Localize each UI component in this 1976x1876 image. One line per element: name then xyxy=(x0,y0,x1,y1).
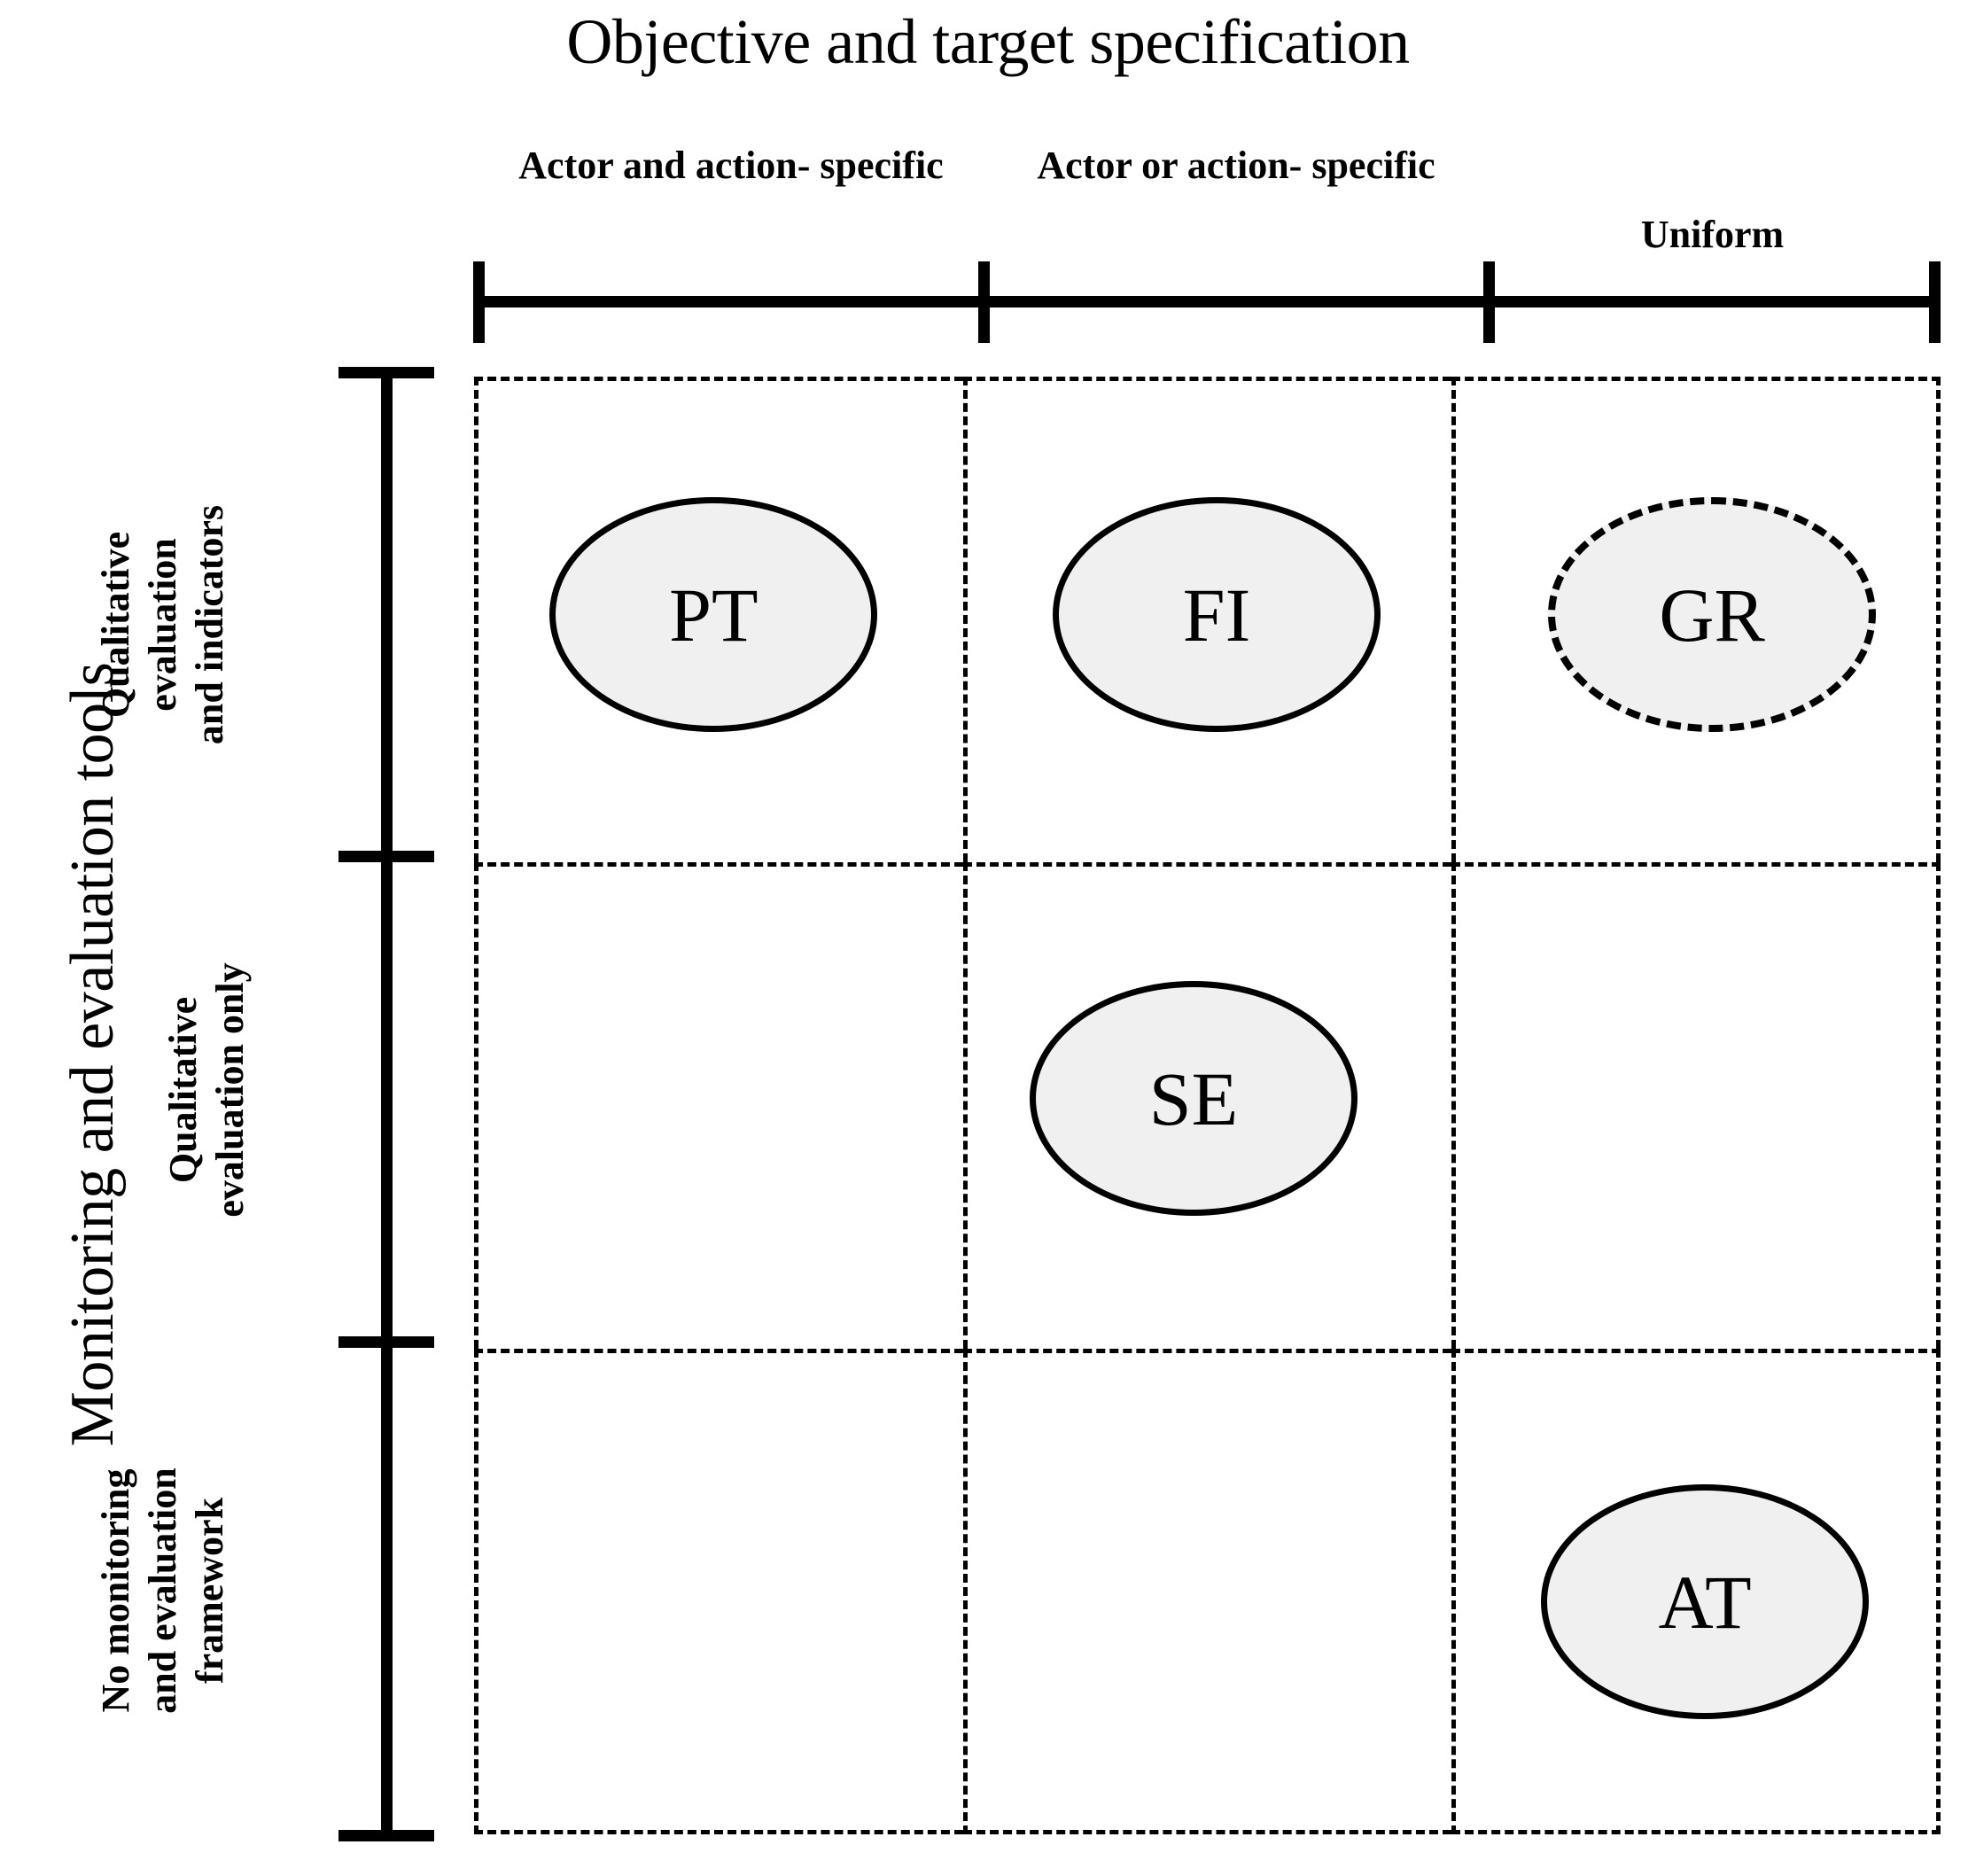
top-axis-tick-2 xyxy=(1483,261,1495,343)
node-gr[interactable]: GR xyxy=(1548,497,1877,733)
grid-cell-r1c0 xyxy=(474,862,963,1349)
left-axis-tick-3 xyxy=(338,1830,434,1841)
node-pt[interactable]: PT xyxy=(549,497,878,733)
grid-cell-r1c2 xyxy=(1451,862,1941,1349)
node-at-label: AT xyxy=(1658,1559,1752,1645)
node-pt-label: PT xyxy=(669,572,759,658)
node-se-label: SE xyxy=(1148,1055,1239,1141)
column-header-uniform: Uniform xyxy=(1640,213,1785,257)
page-title: Objective and target specification xyxy=(566,6,1410,77)
column-header-actor-or-action-specific: Actor or action- specific xyxy=(1037,144,1435,187)
node-at[interactable]: AT xyxy=(1541,1484,1870,1720)
left-axis-tick-2 xyxy=(338,1336,434,1348)
top-axis-tick-3 xyxy=(1929,261,1941,343)
left-axis-tick-0 xyxy=(338,367,434,378)
top-axis-tick-1 xyxy=(978,261,990,343)
grid-cell-r2c2: AT xyxy=(1451,1348,1941,1834)
row-label-qualitative-evaluation-only: Qualitative evaluation only xyxy=(161,962,252,1218)
grid-cell-r1c1: SE xyxy=(962,862,1452,1349)
grid-cell-r0c2: GR xyxy=(1451,377,1941,863)
grid-cell-r0c0: PT xyxy=(474,377,963,863)
column-header-actor-and-action-specific: Actor and action- specific xyxy=(518,144,944,187)
grid-cell-r0c1: FI xyxy=(962,377,1452,863)
row-label-no-monitoring-and-evaluation-framework: No monitoring and evaluation framework xyxy=(94,1467,231,1714)
row-label-qualitative-evaluation-and-indicators: Qualitative evaluation and indicators xyxy=(94,504,231,745)
node-fi[interactable]: FI xyxy=(1052,497,1381,733)
left-axis-line xyxy=(381,370,393,1841)
grid-cell-r2c1 xyxy=(962,1348,1452,1834)
grid-cell-r2c0 xyxy=(474,1348,963,1834)
top-axis-tick-0 xyxy=(473,261,485,343)
node-gr-label: GR xyxy=(1659,572,1765,658)
node-fi-label: FI xyxy=(1182,572,1251,658)
matrix-grid: PT FI GR SE AT xyxy=(474,377,1941,1834)
node-se[interactable]: SE xyxy=(1029,981,1358,1217)
left-axis-tick-1 xyxy=(338,851,434,862)
top-axis-line xyxy=(474,296,1941,307)
